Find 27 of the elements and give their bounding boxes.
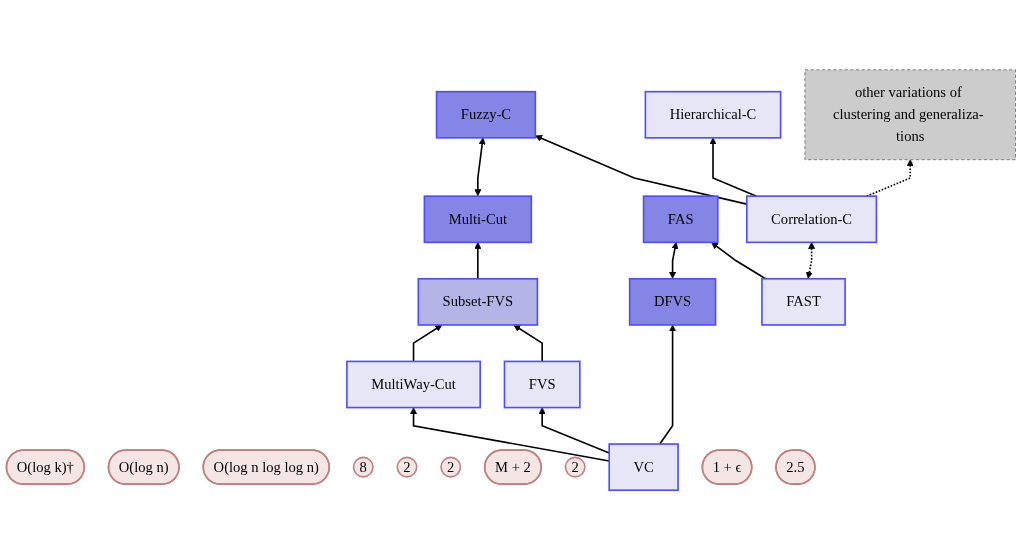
arrow <box>474 242 482 280</box>
node-circle: 8 <box>352 456 374 478</box>
arrow <box>538 407 610 454</box>
node-box: FAS <box>642 195 719 244</box>
arrow <box>669 242 679 279</box>
arrow <box>412 324 443 363</box>
node-circle: 2 <box>564 456 586 478</box>
arrow <box>711 242 767 280</box>
node-box: MultiWay-Cut <box>346 360 481 409</box>
node-box: other variations of clustering and generaliza- tions <box>804 69 1016 161</box>
node-box: Correlation-C <box>746 195 878 244</box>
node-box: VC <box>608 443 679 491</box>
arrow <box>474 137 486 197</box>
node-box: Multi-Cut <box>423 195 533 244</box>
node-box: Subset-FVS <box>417 277 539 326</box>
node-box: Hierarchical-C <box>644 90 782 139</box>
node-circle: 2 <box>396 456 418 478</box>
node-box: DFVS <box>628 277 717 326</box>
node-box: Fuzzy-C <box>435 90 537 139</box>
node-box: FVS <box>503 360 581 409</box>
arrow <box>409 407 610 462</box>
arrow <box>659 324 677 445</box>
arrow <box>805 242 816 279</box>
arrow <box>709 137 758 197</box>
arrow <box>513 324 543 363</box>
node-circle: 2 <box>440 456 462 478</box>
node-box: FAST <box>761 277 846 326</box>
